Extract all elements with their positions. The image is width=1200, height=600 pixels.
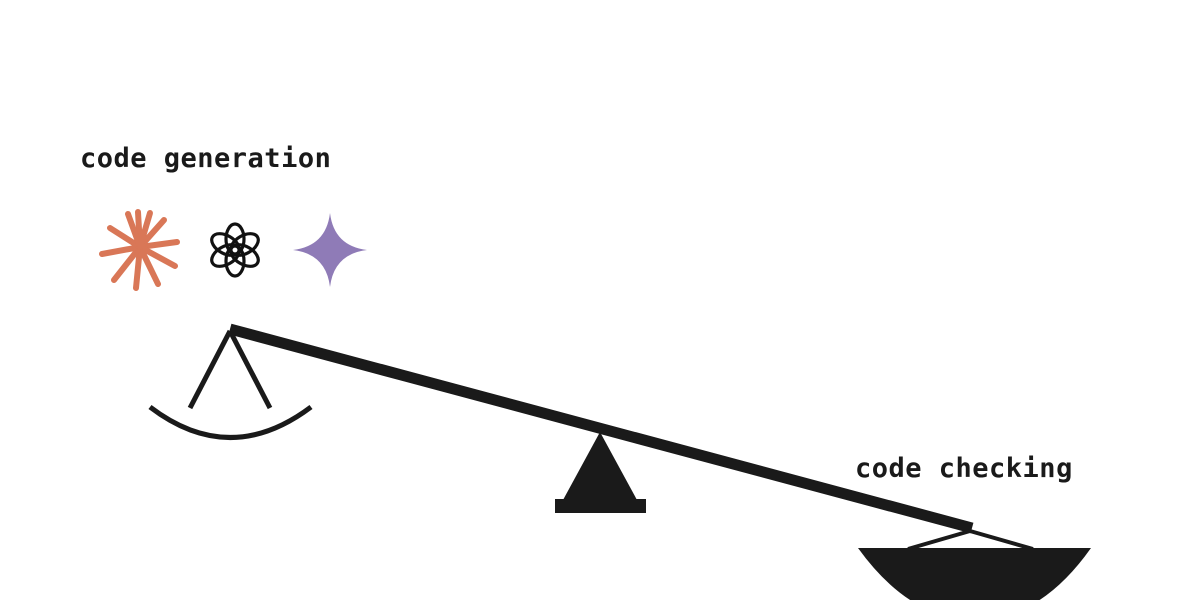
fulcrum-base bbox=[555, 499, 646, 513]
code-checking-label: code checking bbox=[855, 453, 1073, 484]
openai-knot-icon bbox=[210, 222, 260, 278]
gemini-sparkle-icon bbox=[293, 213, 367, 287]
left-scale-pan bbox=[148, 329, 313, 440]
claude-burst-icon bbox=[99, 209, 180, 291]
right-scale-pan bbox=[858, 529, 1091, 600]
code-generation-label: code generation bbox=[80, 143, 332, 174]
balance-beam bbox=[228, 323, 974, 534]
fulcrum-triangle bbox=[563, 432, 637, 500]
